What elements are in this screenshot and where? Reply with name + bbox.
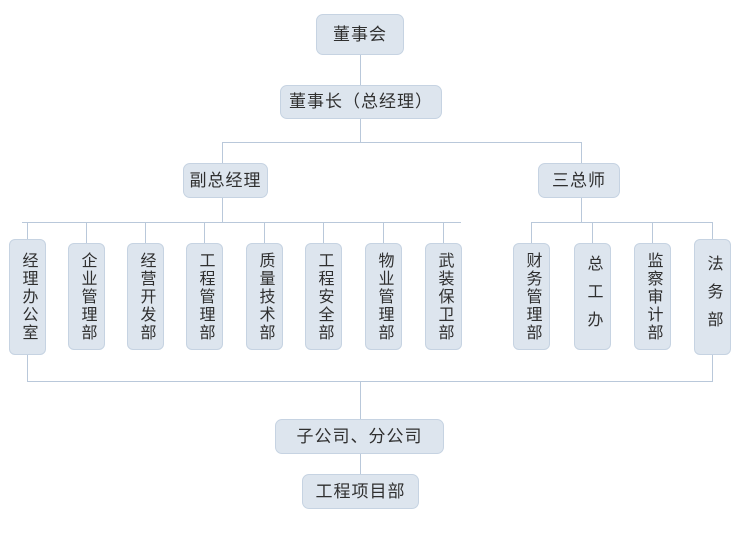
bus-left-departments	[22, 222, 345, 223]
node-label: 法务部	[704, 255, 722, 339]
node-label: 经理办公室	[19, 252, 37, 342]
drop-dept-3	[145, 222, 146, 243]
node-label: 质量技术部	[256, 251, 274, 342]
node-label: 武装保卫部	[435, 251, 453, 342]
connector-subsidiary-to-project	[360, 454, 361, 474]
node-label: 财务管理部	[523, 251, 541, 342]
node-supervision-audit-dept[interactable]: 监察审计部	[634, 243, 671, 350]
node-three-chief-engineers[interactable]: 三总师	[538, 163, 620, 198]
bus-right-departments	[531, 222, 713, 223]
drop-left-to-bottom-bus	[27, 355, 28, 382]
connector-chiefs-down	[581, 198, 582, 222]
node-legal-affairs-dept[interactable]: 法务部	[694, 239, 731, 355]
connector-bus-to-vp	[222, 142, 223, 163]
drop-dept-11	[652, 222, 653, 243]
node-board-of-directors[interactable]: 董事会	[316, 14, 404, 55]
drop-dept-8	[443, 222, 444, 243]
drop-dept-7	[383, 222, 384, 243]
connector-bottom-to-subsidiary	[360, 381, 361, 419]
node-manager-office[interactable]: 经理办公室	[9, 239, 46, 355]
drop-dept-9	[531, 222, 532, 243]
node-armed-security-dept[interactable]: 武装保卫部	[425, 243, 462, 350]
node-label: 经营开发部	[137, 251, 155, 342]
node-property-management-dept[interactable]: 物业管理部	[365, 243, 402, 350]
node-label: 监察审计部	[644, 251, 662, 342]
node-label: 工程项目部	[315, 481, 406, 501]
bus-level3	[222, 142, 582, 143]
connector-chairman-down	[360, 118, 361, 142]
node-label: 总工办	[584, 254, 602, 339]
connector-bus-to-chiefs	[581, 142, 582, 163]
node-deputy-general-manager[interactable]: 副总经理	[183, 163, 268, 198]
node-enterprise-management-dept[interactable]: 企业管理部	[68, 243, 105, 350]
node-label: 物业管理部	[375, 251, 393, 342]
drop-dept-6	[323, 222, 324, 243]
node-engineering-management-dept[interactable]: 工程管理部	[186, 243, 223, 350]
node-label: 企业管理部	[78, 251, 96, 342]
drop-dept-12	[712, 222, 713, 239]
node-subsidiaries-branches[interactable]: 子公司、分公司	[275, 419, 444, 454]
node-chief-engineer-office[interactable]: 总工办	[574, 243, 611, 350]
node-project-department[interactable]: 工程项目部	[302, 474, 419, 509]
node-engineering-safety-dept[interactable]: 工程安全部	[305, 243, 342, 350]
node-label: 工程管理部	[196, 251, 214, 342]
connector-vp-down	[222, 198, 223, 222]
node-label: 子公司、分公司	[296, 426, 423, 446]
node-label: 工程安全部	[315, 251, 333, 342]
node-quality-technology-dept[interactable]: 质量技术部	[246, 243, 283, 350]
drop-right-to-bottom-bus	[712, 355, 713, 382]
drop-dept-4	[204, 222, 205, 243]
bus-bottom	[27, 381, 713, 382]
drop-dept-1	[27, 222, 28, 239]
node-label: 董事长（总经理）	[289, 92, 433, 112]
drop-dept-10	[592, 222, 593, 243]
node-label: 三总师	[552, 170, 606, 190]
bus-left-departments-ext	[345, 222, 461, 223]
node-label: 董事会	[333, 24, 387, 44]
drop-dept-5	[264, 222, 265, 243]
node-chairman-general-manager[interactable]: 董事长（总经理）	[280, 85, 442, 119]
node-finance-management-dept[interactable]: 财务管理部	[513, 243, 550, 350]
connector-board-to-chairman	[360, 55, 361, 85]
drop-dept-2	[86, 222, 87, 243]
node-business-development-dept[interactable]: 经营开发部	[127, 243, 164, 350]
node-label: 副总经理	[189, 170, 262, 190]
